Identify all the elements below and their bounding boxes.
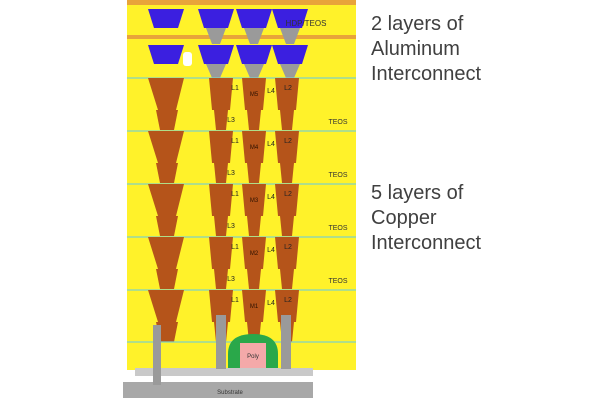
top-dielectric-label: HDP/TEOS [286, 19, 327, 28]
copper-via [214, 216, 228, 236]
copper-via-wide [156, 322, 178, 342]
copper-via [247, 216, 261, 236]
dimension-label-l2: L2 [284, 297, 292, 304]
copper-via [247, 269, 261, 289]
copper-line [275, 290, 299, 322]
dielectric-label: TEOS [328, 119, 347, 126]
copper-via [280, 269, 294, 289]
dimension-label-l1: L1 [231, 297, 239, 304]
active-layer [135, 368, 313, 376]
dimension-label-l1: L1 [231, 244, 239, 251]
transistor-device: Poly [135, 315, 313, 385]
copper-line [209, 131, 233, 163]
copper-line [275, 78, 299, 110]
dimension-label-l4: L4 [267, 88, 275, 95]
copper-line-wide [148, 184, 184, 216]
copper-via-wide [156, 163, 178, 183]
dimension-label-l3: L3 [227, 223, 235, 230]
copper-line [242, 237, 266, 269]
metal-label: M5 [250, 92, 259, 98]
copper-via [214, 269, 228, 289]
via-plug [206, 64, 226, 78]
dimension-label-l4: L4 [267, 247, 275, 254]
dimension-label-l2: L2 [284, 138, 292, 145]
aluminum-line-top [148, 9, 184, 28]
copper-line [209, 184, 233, 216]
gate-poly [240, 343, 266, 368]
dimension-label-l3: L3 [227, 170, 235, 177]
copper-line [209, 78, 233, 110]
copper-via [280, 110, 294, 130]
dielectric-label: TEOS [328, 278, 347, 285]
copper-line [242, 290, 266, 322]
dimension-label-l1: L1 [231, 85, 239, 92]
copper-line-wide [148, 290, 184, 322]
drain-contact [281, 315, 291, 369]
aluminum-line-upper [236, 45, 272, 64]
copper-via-wide [156, 216, 178, 236]
gate-label: Poly [247, 354, 259, 360]
copper-line-wide [148, 78, 184, 110]
aluminum-line-top [272, 9, 308, 28]
copper-line [209, 237, 233, 269]
copper-via [280, 163, 294, 183]
dimension-label-l4: L4 [267, 141, 275, 148]
copper-via [247, 163, 261, 183]
top-cap-layer [127, 0, 356, 5]
copper-line [242, 184, 266, 216]
source-contact [216, 315, 226, 369]
via-plug [244, 28, 264, 44]
via-plug [280, 64, 300, 78]
via-plug [206, 28, 226, 44]
aluminum-line-top [236, 9, 272, 28]
dimension-label-l3: L3 [227, 117, 235, 124]
aluminum-layers-label: 2 layers of Aluminum Interconnect [371, 13, 482, 85]
dimension-label-l2: L2 [284, 85, 292, 92]
dimension-label-l3: L3 [227, 276, 235, 283]
copper-line [275, 237, 299, 269]
dimension-label-l4: L4 [267, 194, 275, 201]
copper-via [214, 110, 228, 130]
dielectric-label: TEOS [328, 172, 347, 179]
dimension-label-l4: L4 [267, 300, 275, 307]
aluminum-line-top [198, 9, 234, 28]
dimension-label-l1: L1 [231, 138, 239, 145]
copper-line [242, 78, 266, 110]
dimension-label-l1: L1 [231, 191, 239, 198]
passivation-cap-layer [127, 35, 356, 39]
aluminum-line-upper [198, 45, 234, 64]
left-contact [153, 325, 161, 385]
copper-line [242, 131, 266, 163]
copper-via [214, 163, 228, 183]
copper-via-wide [156, 110, 178, 130]
dimension-label-l2: L2 [284, 191, 292, 198]
top-aluminum-lines [148, 9, 308, 44]
metal-label: M4 [250, 145, 259, 151]
metal-label: M3 [250, 198, 259, 204]
copper-line-wide [148, 131, 184, 163]
metal-label: M2 [250, 251, 259, 257]
copper-via [247, 110, 261, 130]
copper-via [280, 216, 294, 236]
copper-line [275, 131, 299, 163]
copper-line-wide [148, 237, 184, 269]
bond-pad-opening [183, 52, 192, 66]
copper-via-wide [156, 269, 178, 289]
copper-line [275, 184, 299, 216]
via-plug [280, 28, 300, 44]
aluminum-line-upper [148, 45, 184, 64]
dielectric-label: TEOS [328, 225, 347, 232]
via-plug [244, 64, 264, 78]
copper-line [209, 290, 233, 322]
aluminum-line-upper [272, 45, 308, 64]
substrate-label: Substrate [217, 390, 243, 396]
substrate [123, 382, 313, 398]
metal-label: M1 [250, 304, 259, 310]
upper-aluminum-level [148, 45, 308, 78]
copper-layers-label: 5 layers of Copper Interconnect [371, 182, 482, 254]
dimension-label-l2: L2 [284, 244, 292, 251]
